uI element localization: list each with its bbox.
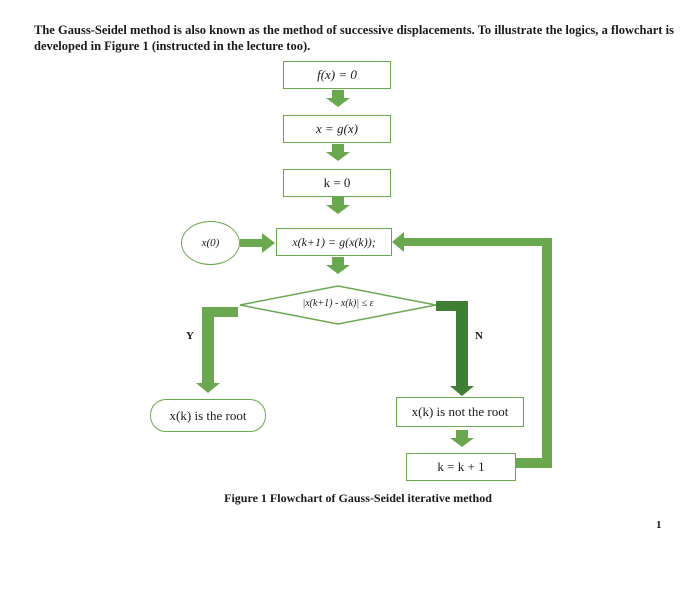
not-root-box: x(k) is not the root bbox=[396, 397, 524, 427]
no-branch bbox=[436, 301, 474, 396]
transform-box: x = g(x) bbox=[283, 115, 391, 143]
increment-box: k = k + 1 bbox=[406, 453, 516, 481]
init-counter-box: k = 0 bbox=[283, 169, 391, 197]
iteration-box: x(k+1) = g(x(k)); bbox=[276, 228, 392, 256]
decision-diamond bbox=[239, 285, 437, 325]
yes-branch bbox=[196, 307, 238, 393]
arrow-right-initial bbox=[240, 233, 275, 253]
root-found-box: x(k) is the root bbox=[150, 399, 266, 432]
arrow-down-3 bbox=[326, 197, 350, 214]
figure-caption: Figure 1 Flowchart of Gauss-Seidel itera… bbox=[224, 491, 492, 505]
loop-back-line bbox=[392, 232, 552, 468]
arrow-down-1 bbox=[326, 90, 350, 107]
equation-box: f(x) = 0 bbox=[283, 61, 391, 89]
no-label: N bbox=[475, 330, 483, 342]
initial-guess-ellipse: x(0) bbox=[181, 221, 240, 265]
arrow-down-2 bbox=[326, 144, 350, 161]
arrow-down-5 bbox=[450, 430, 474, 447]
intro-paragraph: The Gauss-Seidel method is also known as… bbox=[34, 23, 674, 53]
yes-label: Y bbox=[186, 330, 194, 342]
decision-condition: |x(k+1) - x(k)| ≤ ε bbox=[302, 298, 374, 309]
arrow-down-4 bbox=[326, 257, 350, 274]
page-number: 1 bbox=[656, 519, 662, 531]
